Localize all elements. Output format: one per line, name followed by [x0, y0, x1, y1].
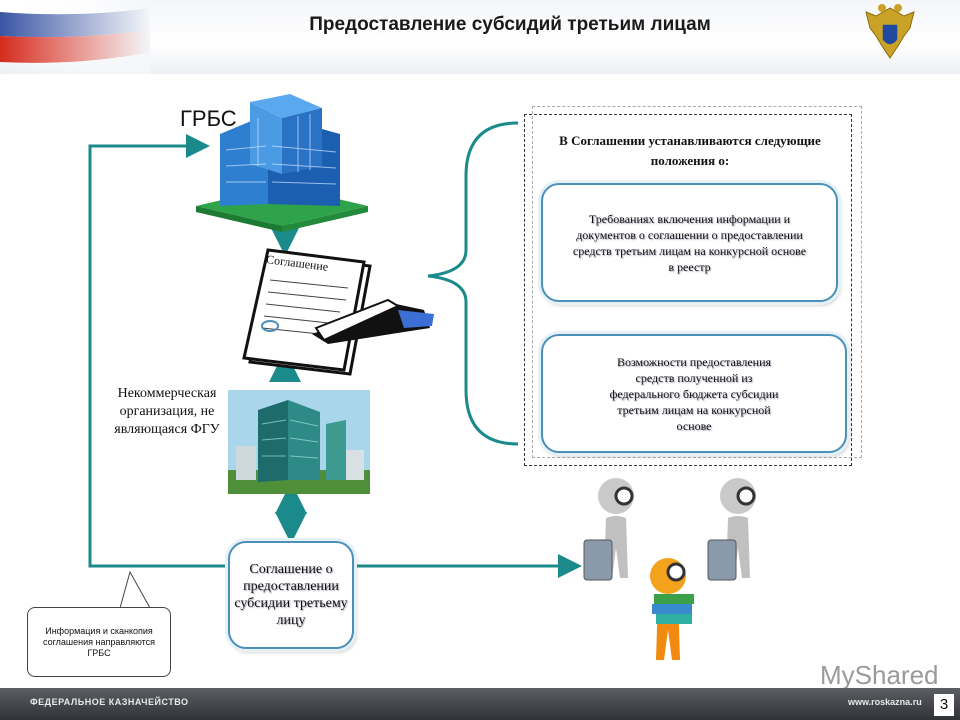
third-parties-figures — [583, 478, 756, 660]
person-figure-2 — [707, 478, 756, 581]
person-figure-1 — [583, 478, 634, 581]
requirements-bubble: Требованиях включения информации и докум… — [541, 183, 838, 302]
person-figure-orange — [650, 558, 694, 660]
agreement-text: Соглашение о предоставлении субсидии тре… — [234, 562, 348, 628]
russian-flag-graphic — [0, 0, 150, 74]
provisions-title: В Соглашении устанавливаются следующие п… — [559, 133, 821, 168]
grbs-building-icon — [196, 94, 368, 232]
page-title: Предоставление субсидий третьим лицам — [309, 14, 711, 35]
page-number: 3 — [934, 694, 954, 716]
footer-org: ФЕДЕРАЛЬНОЕ КАЗНАЧЕЙСТВО — [30, 697, 189, 707]
callout-pointer — [119, 570, 151, 609]
grbs-label: ГРБС — [180, 106, 237, 131]
nko-label: Некоммерческая организация, не являющаяс… — [114, 386, 220, 437]
watermark: MyShared — [820, 660, 939, 690]
nko-building-photo — [228, 390, 370, 494]
info-callout: Информация и сканкопия соглашения направ… — [27, 607, 171, 677]
possibilities-bubble: Возможности предоставления средств получ… — [541, 334, 847, 453]
possibilities-text: Возможности предоставления средств получ… — [609, 354, 779, 433]
provisions-outline-back — [532, 106, 862, 458]
info-callout-text: Информация и сканкопия соглашения направ… — [42, 625, 156, 658]
footer-bar — [0, 688, 960, 720]
emblem-icon — [865, 4, 915, 59]
agreement-bubble: Соглашение о предоставлении субсидии тре… — [228, 541, 354, 649]
agreement-document-icon — [242, 248, 434, 376]
requirements-text: Требованиях включения информации и докум… — [572, 211, 807, 274]
provisions-outline — [524, 114, 852, 466]
footer-url[interactable]: www.roskazna.ru — [848, 697, 922, 707]
header-bar — [0, 0, 960, 74]
